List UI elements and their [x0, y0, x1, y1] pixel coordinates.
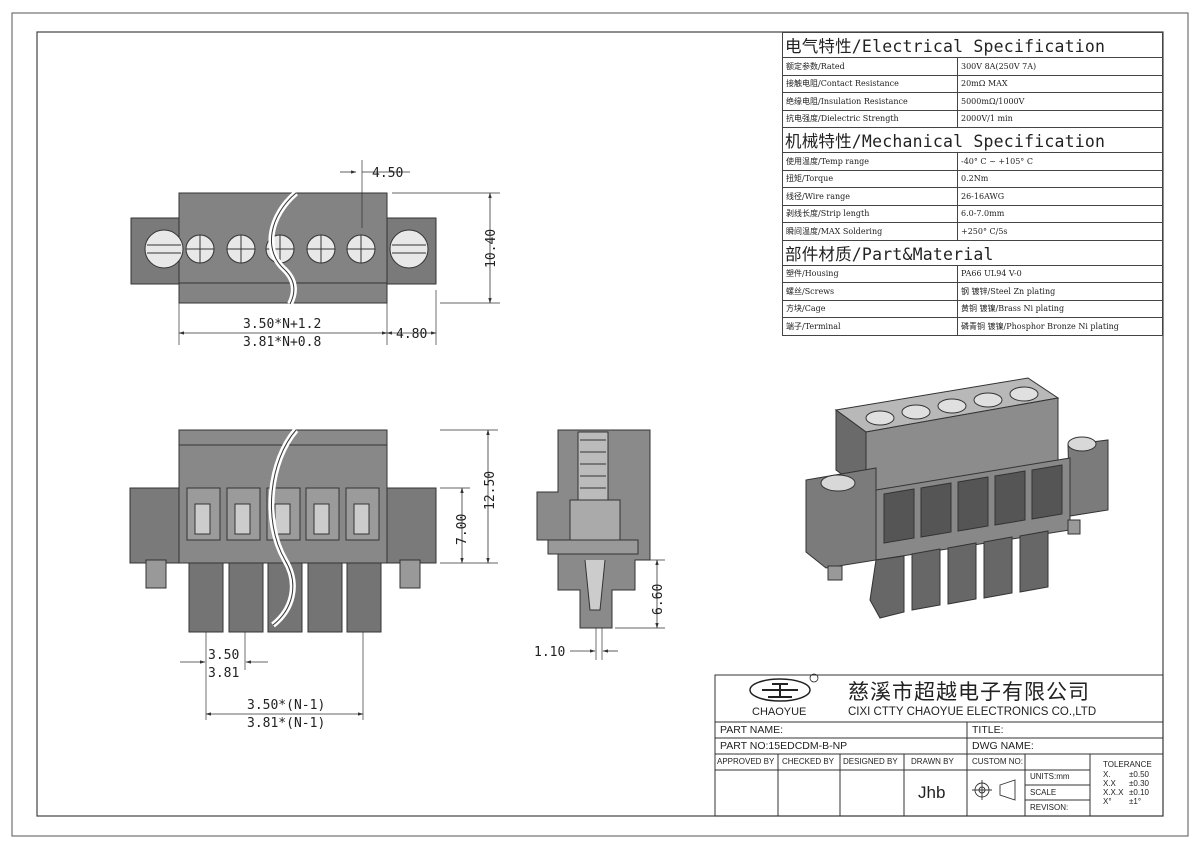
- tolerance-key: X.X: [1103, 779, 1116, 788]
- isometric-view: [805, 377, 1109, 619]
- tolerance-value: ±0.50: [1129, 770, 1149, 779]
- company-name-cn: 慈溪市超越电子有限公司: [848, 680, 1090, 704]
- dim-height-700: 7.00: [455, 514, 470, 545]
- dwg-name-label: DWG NAME:: [972, 740, 1034, 752]
- spec-row: 使用温度/Temp range-40° C ~ +105° C: [782, 152, 1163, 171]
- tolerance-value: ±0.30: [1129, 779, 1149, 788]
- dim-length-381: 3.81*N+0.8: [243, 335, 321, 350]
- spec-key: 抗电强度/Dielectric Strength: [782, 109, 958, 128]
- tolerance-row: X° ±1°: [1103, 797, 1149, 806]
- spec-key: 瞬间温度/MAX Soldering: [782, 222, 958, 241]
- tolerance-key: X°: [1103, 797, 1112, 806]
- spec-value: 磷青铜 镀镍/Phosphor Bronze Ni plating: [957, 317, 1163, 336]
- spec-key: 方块/Cage: [782, 299, 958, 318]
- spec-value: 钢 镀锌/Steel Zn plating: [957, 282, 1163, 301]
- spec-key: 端子/Terminal: [782, 317, 958, 336]
- approved-by-label: APPROVED BY: [717, 757, 775, 766]
- dim-pitch-381: 3.81: [208, 666, 239, 681]
- dim-flange-480: 4.80: [396, 327, 427, 342]
- spec-key: 使用温度/Temp range: [782, 152, 958, 171]
- company-logo: [749, 673, 819, 702]
- checked-by-label: CHECKED BY: [782, 757, 835, 766]
- tolerance-row: X.X.X ±0.10: [1103, 788, 1149, 797]
- scale-label: SCALE: [1030, 788, 1057, 797]
- dim-span-381: 3.81*(N-1): [247, 716, 325, 731]
- part-no: PART NO:15EDCDM-B-NP: [720, 740, 848, 752]
- tolerance-key: X.X.X: [1103, 788, 1124, 797]
- spec-value: 0.2Nm: [957, 169, 1163, 188]
- dim-pin-110: 1.10: [534, 645, 565, 660]
- title-label: TITLE:: [972, 724, 1004, 736]
- tolerance-value: ±1°: [1129, 797, 1142, 806]
- designed-by-label: DESIGNED BY: [843, 757, 898, 766]
- spec-section-title: 电气特性/Electrical Specification: [782, 32, 1163, 58]
- revision-label: REVISON:: [1030, 803, 1069, 812]
- projection-symbol: [972, 779, 1016, 801]
- drawn-by-label: DRAWN BY: [911, 757, 954, 766]
- spec-key: 额定参数/Rated: [782, 57, 958, 76]
- drawn-by-name: Jhb: [918, 783, 946, 802]
- top-view: [130, 160, 500, 345]
- spec-value: 黄铜 镀镍/Brass Ni plating: [957, 299, 1163, 318]
- dim-pin-660: 6.60: [651, 584, 666, 615]
- spec-section-title: 机械特性/Mechanical Specification: [782, 127, 1163, 153]
- spec-key: 剥线长度/Strip length: [782, 204, 958, 223]
- spec-value: 6.0-7.0mm: [957, 204, 1163, 223]
- spec-key: 螺丝/Screws: [782, 282, 958, 301]
- spec-key: 绝缘电阻/Insulation Resistance: [782, 92, 958, 111]
- logo-text: CHAOYUE: [752, 706, 807, 718]
- dim-length-350: 3.50*N+1.2: [243, 317, 321, 332]
- spec-value: 300V 8A(250V 7A): [957, 57, 1163, 76]
- tolerance-row: X.X ±0.30: [1103, 779, 1149, 788]
- tolerance-value: ±0.10: [1129, 788, 1149, 797]
- units-label: UNITS:mm: [1030, 772, 1070, 781]
- dim-pitch-350: 3.50: [208, 648, 239, 663]
- tolerance-label: TOLERANCE: [1103, 760, 1152, 769]
- dim-height-1250: 12.50: [483, 471, 498, 510]
- spec-key: 塑件/Housing: [782, 264, 958, 283]
- tolerance-row: X. ±0.50: [1103, 770, 1149, 779]
- front-view: [129, 428, 498, 720]
- dim-pitch-450: 4.50: [372, 166, 403, 181]
- spec-row: 瞬间温度/MAX Soldering+250° C/5s: [782, 222, 1163, 241]
- dim-height-1040: 10.40: [484, 229, 499, 268]
- part-name-label: PART NAME:: [720, 724, 784, 736]
- side-view: [536, 429, 665, 660]
- spec-value: PA66 UL94 V-0: [957, 264, 1163, 283]
- spec-key: 接触电阻/Contact Resistance: [782, 74, 958, 93]
- spec-section-title: 部件材质/Part&Material: [782, 239, 1163, 266]
- spec-value: +250° C/5s: [957, 222, 1163, 241]
- tolerance-key: X.: [1103, 770, 1111, 779]
- spec-value: 2000V/1 min: [957, 109, 1163, 128]
- spec-value: -40° C ~ +105° C: [957, 152, 1163, 171]
- spec-value: 5000mΩ/1000V: [957, 92, 1163, 111]
- dim-span-350: 3.50*(N-1): [247, 698, 325, 713]
- company-name-en: CIXI CTTY CHAOYUE ELECTRONICS CO.,LTD: [848, 706, 1097, 718]
- spec-value: 26-16AWG: [957, 187, 1163, 206]
- custom-no-label: CUSTOM NO:: [972, 757, 1023, 766]
- spec-value: 20mΩ MAX: [957, 74, 1163, 93]
- title-block-frame: [714, 674, 1164, 817]
- spec-key: 线径/Wire range: [782, 187, 958, 206]
- spec-key: 扭矩/Torque: [782, 169, 958, 188]
